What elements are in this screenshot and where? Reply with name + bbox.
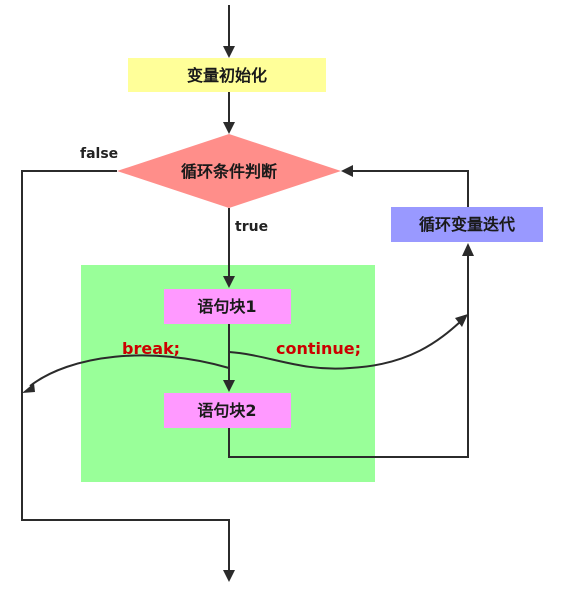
block2-label: 语句块2 xyxy=(197,401,256,420)
entry-arrowhead xyxy=(223,46,235,58)
init-label: 变量初始化 xyxy=(187,66,267,85)
condition-label: 循环条件判断 xyxy=(181,162,277,181)
true-label: true xyxy=(235,219,268,235)
iterate-to-condition-line xyxy=(353,170,469,207)
break-label: break; xyxy=(122,339,180,358)
block2-to-iterate-line xyxy=(228,256,469,458)
false-path-line xyxy=(21,170,230,570)
iterate-to-condition-arrowhead xyxy=(341,165,353,177)
break-curve xyxy=(29,354,230,387)
continue-curve xyxy=(228,321,461,370)
condition-diamond xyxy=(117,134,341,208)
block2-to-iterate-arrowhead xyxy=(462,243,474,256)
false-label: false xyxy=(80,146,118,162)
true-arrowhead xyxy=(223,276,235,288)
block2-box xyxy=(164,393,291,428)
init-box xyxy=(128,58,326,92)
block1-label: 语句块1 xyxy=(197,297,256,316)
block1-box xyxy=(164,289,291,324)
exit-arrowhead xyxy=(223,570,235,582)
break-arrowhead xyxy=(22,383,35,393)
init-to-condition-arrowhead xyxy=(223,122,235,134)
continue-arrowhead xyxy=(455,314,468,327)
continue-label: continue; xyxy=(276,339,361,358)
iterate-box xyxy=(391,207,543,242)
iterate-label: 循环变量迭代 xyxy=(419,215,515,234)
block1-to-block2-arrowhead xyxy=(223,380,235,392)
